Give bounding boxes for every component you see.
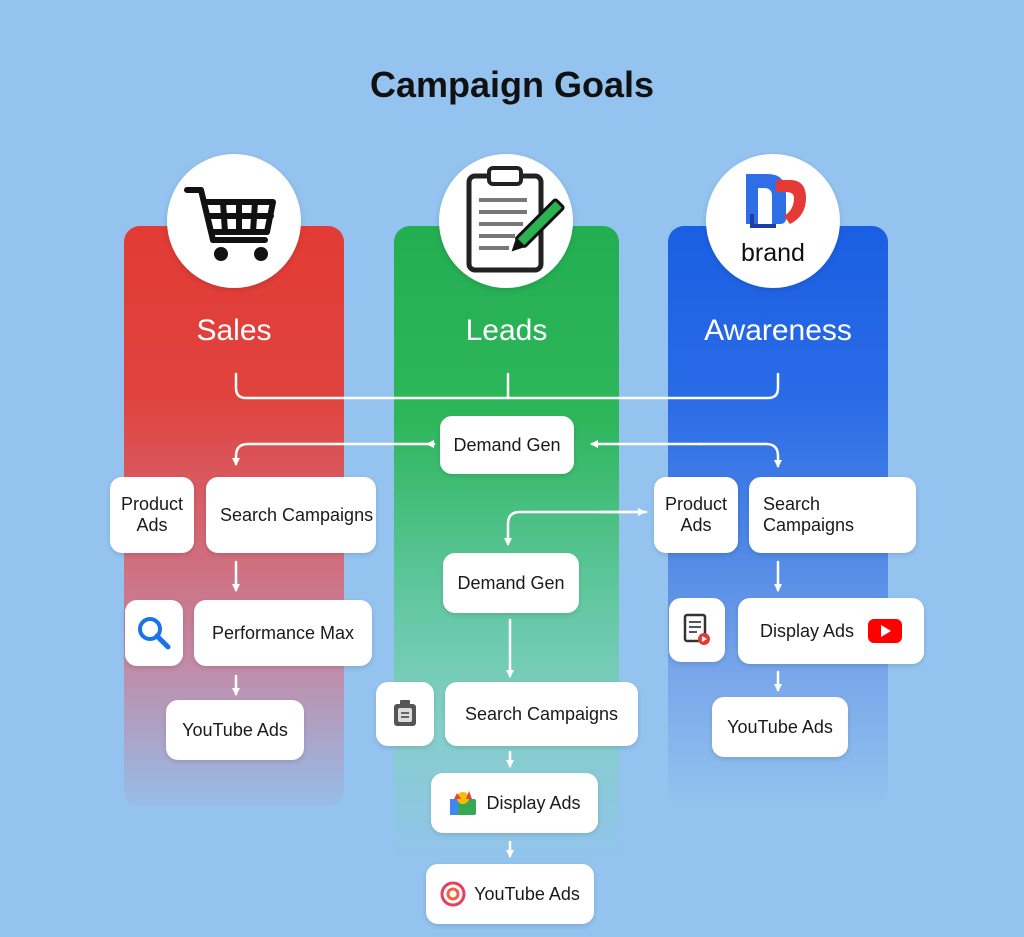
hub-to-sales-arrow [232, 442, 436, 466]
awareness-product-ads-box: Product Ads [654, 477, 738, 553]
leads-demand-gen-box: Demand Gen [443, 553, 579, 613]
awareness-doc-icon-box [669, 598, 725, 662]
document-play-icon [683, 613, 710, 645]
leads-device-icon-box [376, 682, 434, 746]
hub-to-awareness-arrow [698, 442, 782, 468]
sales-icon-circle [167, 154, 301, 288]
instagram-style-icon [440, 881, 466, 907]
leads-icon-circle [439, 154, 573, 288]
display-ads-color-icon [448, 789, 478, 817]
brand-logo-icon: brand [741, 174, 806, 267]
leads-youtube-ads-box: YouTube Ads [426, 864, 594, 924]
sales-youtube-ads-box: YouTube Ads [166, 700, 304, 760]
awareness-icon-circle: brand [706, 154, 840, 288]
awareness-title: Awareness [704, 314, 852, 347]
brand-logo-text: brand [741, 239, 805, 267]
leads-column [394, 226, 619, 866]
clipboard-pen-icon [466, 166, 565, 273]
leads-display-ads-label: Display Ads [486, 792, 581, 813]
leads-display-ads-box: Display Ads [431, 773, 598, 833]
sales-search-campaigns-box: Search Campaigns [206, 477, 376, 553]
demand-gen-hub: Demand Gen [440, 416, 574, 474]
awareness-display-ads-label: Display Ads [759, 620, 855, 641]
shopping-cart-icon [184, 187, 276, 261]
leads-loop-arrow [504, 510, 648, 546]
sales-search-icon-box [125, 600, 183, 666]
sales-product-ads-box: Product Ads [110, 477, 194, 553]
awareness-search-campaigns-box: Search Campaigns [749, 477, 916, 553]
youtube-icon [868, 619, 903, 643]
leads-youtube-ads-label: YouTube Ads [474, 883, 580, 904]
page-title: Campaign Goals [369, 64, 655, 105]
leads-title: Leads [465, 314, 548, 347]
magnifier-icon [138, 617, 171, 650]
leads-search-campaigns-box: Search Campaigns [445, 682, 638, 746]
sales-title: Sales [196, 314, 272, 347]
awareness-display-ads-box: Display Ads [738, 598, 924, 664]
awareness-youtube-ads-box: YouTube Ads [712, 697, 848, 757]
device-icon [394, 700, 416, 726]
sales-performance-max-box: Performance Max [194, 600, 372, 666]
